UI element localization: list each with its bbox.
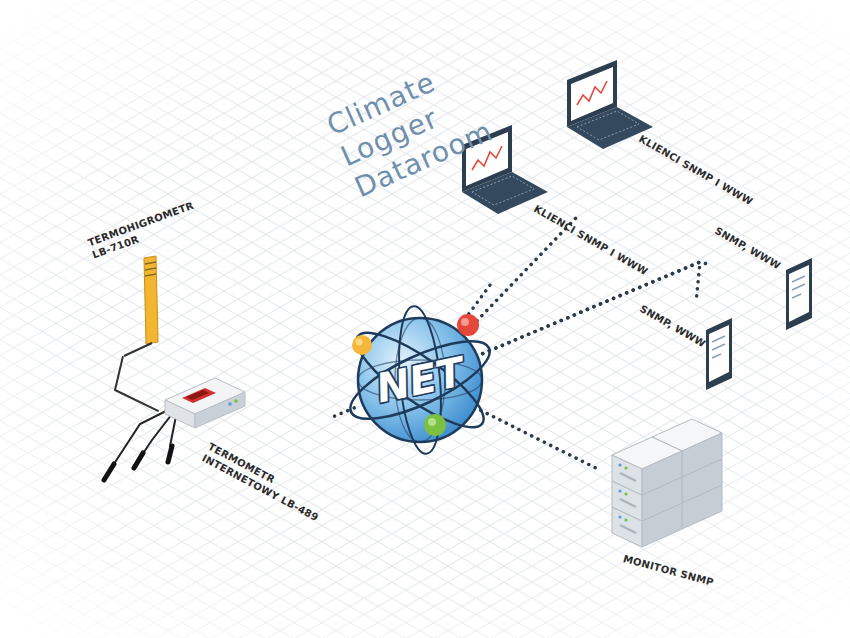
device-label: KLIENCI SNMP I WWW [532, 202, 651, 278]
phone-right [786, 258, 812, 330]
lb489-device-part [182, 388, 216, 403]
network-link [481, 410, 598, 469]
laptop-right-part [577, 111, 639, 140]
thermohygrometer-probe-part [124, 343, 152, 356]
server-rack [612, 419, 722, 547]
thermohygrometer-probe [124, 256, 158, 356]
lb489-device-part [234, 399, 238, 403]
logger-node: TERMOMETR INTERNETOWY LB-489 [160, 378, 333, 529]
device-label: SNMP, WWW [713, 224, 784, 272]
globe-outline-part [424, 414, 446, 436]
lb489-device [165, 378, 245, 428]
phone-right-part [792, 284, 805, 290]
temperature-probes-part [110, 410, 168, 470]
thermohygrometer-probe-part [145, 268, 156, 270]
temperature-probes-part [134, 453, 143, 468]
client-laptop: KLIENCI SNMP I WWW [555, 55, 759, 212]
device-label: MONITOR SNMP [622, 552, 716, 589]
thermohygrometer-probe-part [145, 262, 156, 264]
phone-lower-part [712, 354, 721, 358]
globe-outline-part [428, 418, 436, 426]
phone-right-part [789, 265, 809, 322]
phone-lower-part [706, 318, 732, 390]
phone-lower [706, 318, 732, 390]
phone-lower-part [712, 336, 725, 342]
temperature-probes [104, 410, 176, 480]
globe-label: NET [342, 302, 499, 459]
network-link [483, 262, 707, 354]
globe-outline-part [356, 339, 363, 346]
temperature-probes-part [104, 464, 114, 480]
device-label: TERMOHIGROMETR LB-710R [86, 199, 200, 262]
lb489-device-part [186, 390, 209, 400]
sensor-node: TERMOHIGROMETR LB-710R [80, 195, 204, 355]
phone-lower-part [712, 344, 725, 350]
temperature-probes-part [168, 446, 172, 462]
device-label: SNMP, WWW [638, 302, 709, 350]
laptop-right-part [577, 81, 607, 105]
phone-lower-part [709, 325, 729, 382]
client-phone: SNMP, WWW [634, 298, 751, 395]
device-label: KLIENCI SNMP I WWW [637, 132, 756, 208]
sensor-cable [115, 357, 158, 411]
lb489-device-part [228, 402, 232, 406]
phone-right-part [786, 258, 812, 330]
globe-outline-part [461, 318, 469, 326]
thermohygrometer-probe-part [144, 256, 158, 344]
phone-right-part [792, 294, 801, 298]
network-globe: NET [354, 314, 486, 446]
snmp-monitor: MONITOR SNMP [600, 415, 735, 593]
server-rack-part [612, 437, 682, 495]
network-link [483, 262, 700, 354]
thermohygrometer-probe-part [145, 274, 156, 276]
client-phone: SNMP, WWW [709, 220, 826, 340]
globe-outline-part [352, 335, 372, 355]
phone-right-part [792, 276, 805, 282]
laptop-left-part [472, 176, 534, 205]
globe-outline-part [457, 314, 479, 336]
device-label: TERMOMETR INTERNETOWY LB-489 [200, 440, 329, 525]
lb489-device-part [165, 400, 195, 428]
